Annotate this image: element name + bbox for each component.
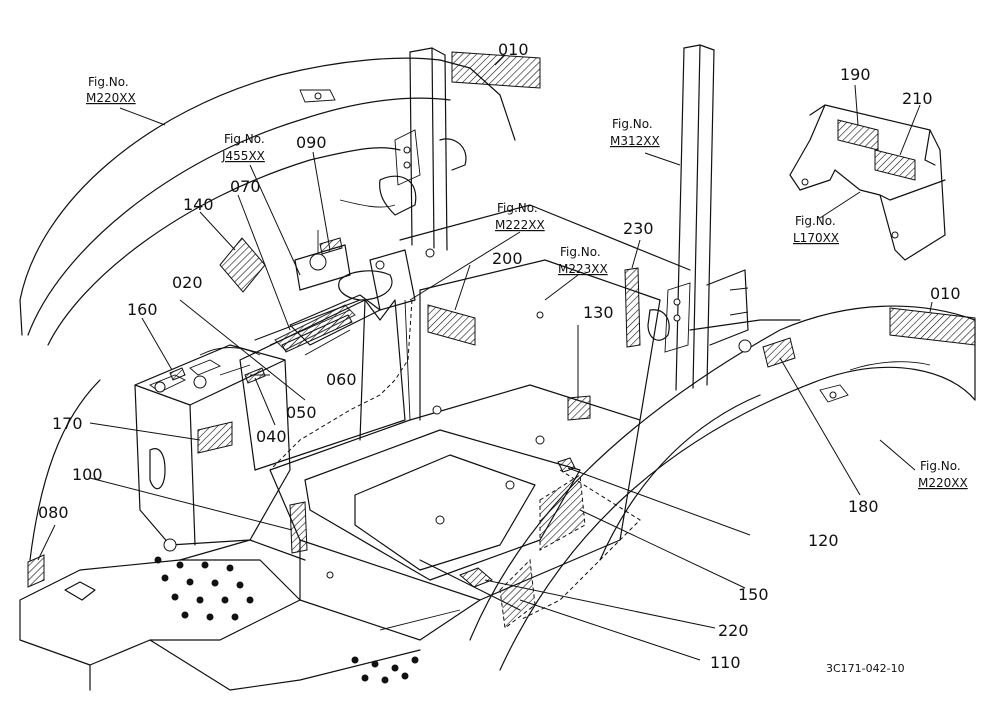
decal-160 [169, 367, 186, 381]
fig-prefix-m223: Fig.No. [560, 245, 601, 259]
right-fender [469, 305, 976, 671]
label-010a: 010 [498, 40, 529, 59]
right-rops-post [647, 44, 749, 391]
left-rops-post [339, 47, 467, 251]
fig-prefix-j455: Fig.No. [224, 132, 265, 146]
decal-210 [874, 149, 916, 181]
fig-prefix-l170: Fig.No. [795, 214, 836, 228]
decal-170 [197, 421, 233, 454]
label-180: 180 [848, 497, 879, 516]
label-070: 070 [230, 177, 261, 196]
decal-190 [837, 119, 879, 151]
fig-ref-m222: M222XX [495, 218, 545, 232]
figure-references: Fig.No. M220XX Fig.No. J455XX Fig.No. M3… [86, 75, 968, 490]
label-140: 140 [183, 195, 214, 214]
decal-080 [27, 554, 45, 588]
label-160: 160 [127, 300, 158, 319]
left-step-plate [19, 538, 421, 691]
decal-110 [499, 558, 536, 629]
label-080: 080 [38, 503, 69, 522]
label-010b: 010 [930, 284, 961, 303]
label-090: 090 [296, 133, 327, 152]
label-210: 210 [902, 89, 933, 108]
fig-ref-j455: J455XX [221, 149, 265, 163]
label-150: 150 [738, 585, 769, 604]
fig-ref-l170: L170XX [793, 231, 839, 245]
fig-ref-m220-left: M220XX [86, 91, 136, 105]
fig-prefix-m220-right: Fig.No. [920, 459, 961, 473]
part-number-labels: 010 010 020 040 050 060 070 080 090 100 … [38, 40, 961, 672]
label-100: 100 [72, 465, 103, 484]
decal-220 [459, 567, 493, 588]
label-040: 040 [256, 427, 287, 446]
decal-010a [451, 51, 541, 89]
label-060: 060 [326, 370, 357, 389]
rops-bracket-l170 [789, 104, 946, 261]
fig-prefix-m312: Fig.No. [612, 117, 653, 131]
fig-ref-m220-right: M220XX [918, 476, 968, 490]
decal-130 [567, 395, 591, 421]
label-050: 050 [286, 403, 317, 422]
hidden-line-platform [269, 299, 413, 471]
fig-prefix-m222: Fig.No. [497, 201, 538, 215]
label-190: 190 [840, 65, 871, 84]
fig-prefix-m220-left: Fig.No. [88, 75, 129, 89]
label-130: 130 [583, 303, 614, 322]
decal-010b [889, 307, 976, 346]
label-120: 120 [808, 531, 839, 550]
label-220: 220 [718, 621, 749, 640]
leader-lines [37, 54, 933, 661]
label-110: 110 [710, 653, 741, 672]
hidden-line-fender [519, 469, 641, 621]
decal-100 [289, 501, 308, 554]
decal-150 [539, 474, 586, 551]
decal-090 [319, 237, 343, 255]
decal-230 [624, 267, 641, 348]
decal-060 [281, 314, 353, 353]
operator-platform [269, 204, 691, 641]
drawing-code: 3C171-042-10 [826, 662, 905, 675]
decal-180 [762, 337, 796, 368]
decal-200 [427, 304, 476, 346]
label-020: 020 [172, 273, 203, 292]
label-200: 200 [492, 249, 523, 268]
label-230: 230 [623, 219, 654, 238]
label-170: 170 [52, 414, 83, 433]
decal-140 [219, 237, 266, 293]
fig-ref-m223: M223XX [558, 262, 608, 276]
fig-ref-m312: M312XX [610, 134, 660, 148]
